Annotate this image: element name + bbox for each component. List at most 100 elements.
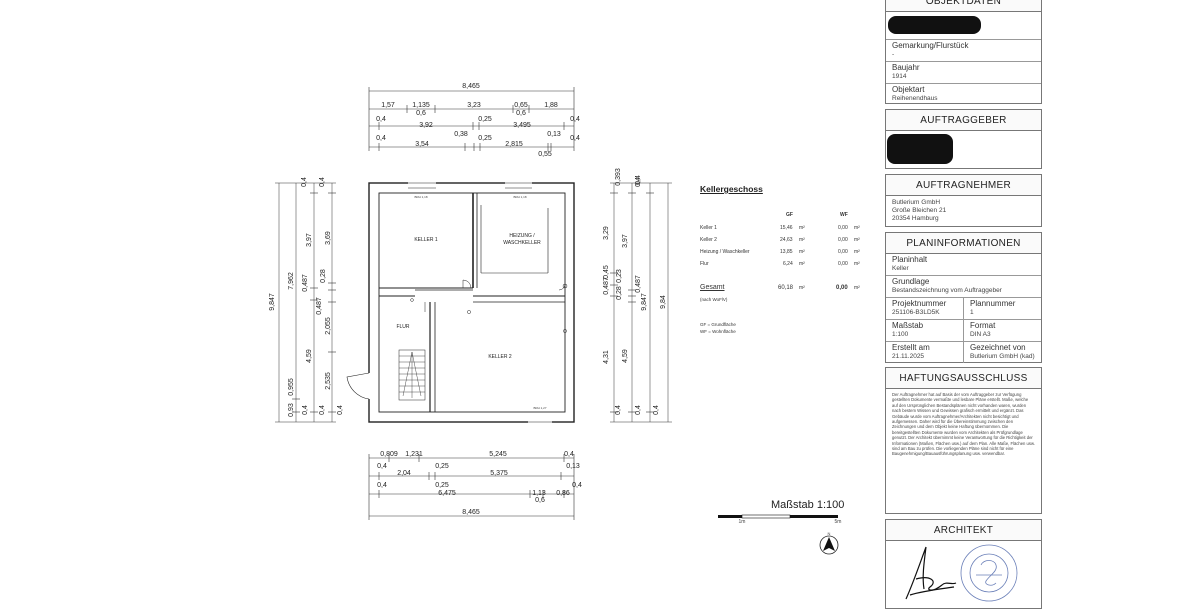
dim-label: 0,4 [302, 405, 309, 415]
col-header-gf: GF [786, 212, 793, 218]
dim-label: 0,6 [416, 110, 426, 117]
dim-label: 1,57 [381, 102, 395, 109]
dim-label: 0,4 [376, 116, 386, 123]
area-row-gf: 15,46 [780, 225, 793, 231]
dim-label: 0,4 [635, 405, 642, 415]
massstab-value: 1:100 [892, 331, 909, 338]
dimension-labels-right: 0,393 3,29 0,487 0,45 4,31 0,4 0,4 3,97 … [603, 168, 667, 415]
area-row-gf-unit: m² [799, 237, 805, 243]
signature-and-stamp [905, 544, 1018, 602]
architekt-header: ARCHITEKT [886, 520, 1041, 541]
dim-label: 0,86 [556, 490, 570, 497]
area-row-wf: 0,00 [838, 237, 848, 243]
auftraggeber-header: AUFTRAGGEBER [886, 110, 1041, 131]
dim-label: 8,465 [462, 83, 480, 90]
dim-label: 4,59 [622, 349, 629, 363]
objektart-label: Objektart [892, 85, 925, 94]
dim-label: 0,487 [603, 277, 610, 295]
dim-label: 0,487 [316, 297, 323, 315]
area-row-wf-unit: m² [854, 249, 860, 255]
dim-label: 2,04 [397, 470, 411, 477]
objektdaten-header: OBJEKTDATEN [886, 0, 1041, 12]
window-tag: BRH 1,18 [513, 195, 526, 199]
gemarkung-value: - [892, 51, 895, 58]
room-label-waschkeller: WASCHKELLER [503, 240, 541, 246]
dim-label: 0,38 [454, 131, 468, 138]
window-tag: BRH 1,27 [533, 406, 546, 410]
legend-note: WF = Wohnfläche [700, 329, 736, 334]
haftung-box: HAFTUNGSAUSSCHLUSS Der Auftragnehmer hat… [885, 367, 1042, 514]
area-row-name: Flur [700, 261, 709, 267]
dim-label: 0,487 [635, 275, 642, 293]
dim-label: 0,4 [653, 405, 660, 415]
dim-label: 0,28 [616, 286, 623, 300]
total-wf: 0,00 [836, 285, 848, 291]
dim-label: 3,69 [325, 231, 332, 245]
dim-label: 0,6 [535, 497, 545, 504]
dim-label: 0,65 [514, 102, 528, 109]
baujahr-row: Baujahr 1914 [886, 62, 1041, 84]
auftragnehmer-line: Große Bleichen 21 [892, 207, 947, 214]
total-sub: (nach WoFlV) [700, 297, 728, 302]
north-label: N [828, 531, 831, 536]
total-gf: 60,18 [778, 285, 794, 291]
gemarkung-label: Gemarkung/Flurstück [892, 41, 969, 50]
dim-label: 0,13 [566, 463, 580, 470]
dim-label: 6,475 [438, 490, 456, 497]
gezeichnet-value: Butlerium GmbH (kad) [970, 353, 1035, 360]
dim-label: 0,4 [319, 177, 326, 187]
scale-tick-1m: 1m [739, 519, 746, 525]
legend-title: Kellergeschoss [700, 184, 763, 194]
area-row-name: Heizung / Waschkeller [700, 249, 750, 255]
dim-label: 3,97 [306, 233, 313, 247]
dim-label: 9,847 [269, 293, 276, 311]
dim-label: 0,23 [616, 269, 623, 283]
auftragnehmer-line: Butlerium GmbH [892, 199, 941, 206]
grundlage-label: Grundlage [892, 277, 930, 286]
dim-label: 3,23 [467, 102, 481, 109]
erstellt-value: 21.11.2025 [892, 353, 925, 360]
scale-bar: 1m 5m [718, 514, 842, 525]
dim-label: 0,955 [288, 378, 295, 396]
auftragnehmer-line: 20354 Hamburg [892, 215, 939, 222]
dim-label: 8,465 [462, 509, 480, 516]
dim-label: 3,92 [419, 122, 433, 129]
dim-label: 3,54 [415, 141, 429, 148]
baujahr-value: 1914 [892, 73, 907, 80]
architekt-box: ARCHITEKT [885, 519, 1042, 609]
dim-label: 0,4 [635, 175, 642, 185]
stamp-icon [960, 544, 1018, 602]
dim-label: 4,59 [306, 349, 313, 363]
room-label-heizung: HEIZUNG / [509, 233, 535, 239]
area-row-gf: 24,63 [780, 237, 793, 243]
dim-label: 0,4 [564, 451, 574, 458]
dim-label: 3,29 [603, 226, 610, 240]
auftragnehmer-box: AUFTRAGNEHMER Butlerium GmbH Große Bleic… [885, 174, 1042, 227]
dim-label: 1,231 [405, 451, 423, 458]
dim-label: 1,135 [412, 102, 430, 109]
north-arrow-icon: N [819, 531, 839, 555]
dim-label: 0,25 [478, 135, 492, 142]
dim-label: 0,4 [615, 405, 622, 415]
dim-label: 0,6 [516, 110, 526, 117]
dim-label: 0,55 [538, 151, 552, 158]
dim-label: 0,28 [320, 269, 327, 283]
gemarkung-row: Gemarkung/Flurstück - [886, 40, 1041, 62]
dim-label: 5,375 [490, 470, 508, 477]
area-row-wf-unit: m² [854, 261, 860, 267]
area-row-wf-unit: m² [854, 225, 860, 231]
dim-label: 3,495 [513, 122, 531, 129]
area-row-name: Keller 2 [700, 237, 717, 243]
dim-label: 2,535 [325, 372, 332, 390]
massstab-label: Maßstab [892, 321, 924, 330]
dim-label: 0,13 [547, 131, 561, 138]
owner-row [886, 12, 1041, 40]
area-row-wf: 0,00 [838, 249, 848, 255]
scale-tick-5m: 5m [835, 519, 842, 525]
dimension-lines [275, 87, 672, 520]
room-label-flur: FLUR [396, 324, 409, 330]
planinhalt-value: Keller [892, 265, 909, 272]
area-row-gf: 13,85 [780, 249, 793, 255]
dim-label: 9,847 [641, 293, 648, 311]
area-row-gf-unit: m² [799, 225, 805, 231]
